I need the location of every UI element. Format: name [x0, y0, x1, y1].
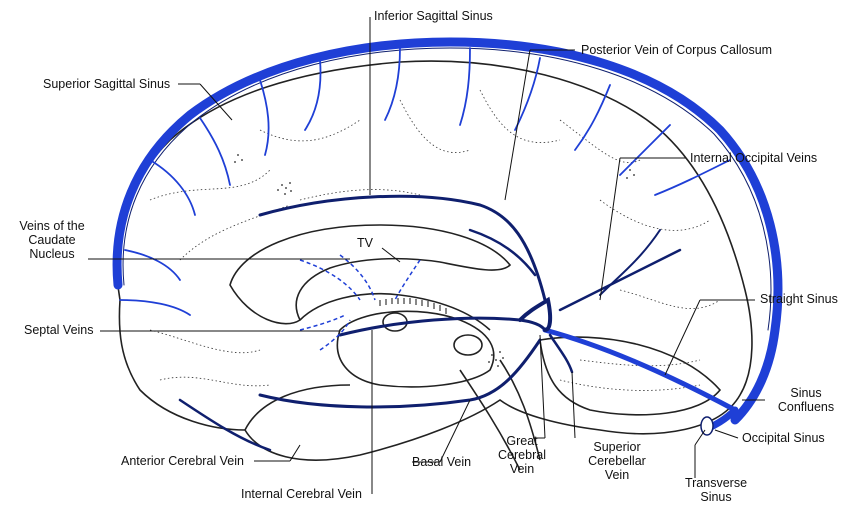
- label-line: Superior: [593, 440, 641, 454]
- label-straight-sinus: Straight Sinus: [760, 292, 838, 306]
- label-anterior-cerebral-vein: Anterior Cerebral Vein: [121, 454, 244, 468]
- label-occipital-sinus: Occipital Sinus: [742, 431, 825, 445]
- label-tv: TV: [357, 236, 373, 250]
- stippled-patches: [234, 154, 635, 367]
- brain-outline: [115, 60, 753, 471]
- label-line: Vein: [604, 468, 630, 482]
- label-superior-sagittal-sinus: Superior Sagittal Sinus: [43, 77, 171, 91]
- label-line: Veins of the: [19, 219, 85, 233]
- label-internal-cerebral-vein: Internal Cerebral Vein: [241, 487, 362, 501]
- label-internal-occipital-veins: Internal Occipital Veins: [690, 151, 818, 165]
- label-great-cerebral-vein: Great Cerebral Vein: [490, 434, 554, 476]
- label-sinus-confluens: Sinus Confluens: [766, 386, 846, 414]
- leader-lines: [88, 17, 765, 494]
- fornix-hatching: [379, 298, 447, 314]
- straight-sinus: [542, 327, 738, 413]
- transverse-sinus-opening: [700, 416, 714, 436]
- label-line: Transverse: [684, 476, 748, 490]
- label-basal-vein: Basal Vein: [412, 455, 472, 469]
- label-line: Confluens: [777, 400, 835, 414]
- label-line: Sinus: [790, 386, 822, 400]
- label-transverse-sinus: Transverse Sinus: [676, 476, 756, 504]
- label-veins-of-caudate-nucleus: Veins of the Caudate Nucleus: [8, 219, 96, 261]
- superior-sagittal-sinus: [112, 37, 783, 425]
- sulci-dotted-lines: [149, 89, 721, 391]
- label-septal-veins: Septal Veins: [24, 323, 94, 337]
- label-line: Sinus: [700, 490, 732, 504]
- label-line: Vein: [509, 462, 535, 476]
- thalamostriate-and-septal-veins: [299, 254, 421, 351]
- label-line: Nucleus: [29, 247, 75, 261]
- label-line: Cerebral: [498, 448, 546, 462]
- deep-veins: [178, 194, 682, 452]
- label-line: Great: [506, 434, 538, 448]
- cortical-veins: [119, 47, 731, 316]
- sinuses: [112, 37, 783, 434]
- label-inferior-sagittal-sinus: Inferior Sagittal Sinus: [374, 9, 493, 23]
- label-posterior-vein-corpus-callosum: Posterior Vein of Corpus Callosum: [581, 43, 773, 57]
- label-line: Caudate: [28, 233, 76, 247]
- label-superior-cerebellar-vein: Superior Cerebellar Vein: [572, 440, 662, 482]
- label-line: Cerebellar: [588, 454, 646, 468]
